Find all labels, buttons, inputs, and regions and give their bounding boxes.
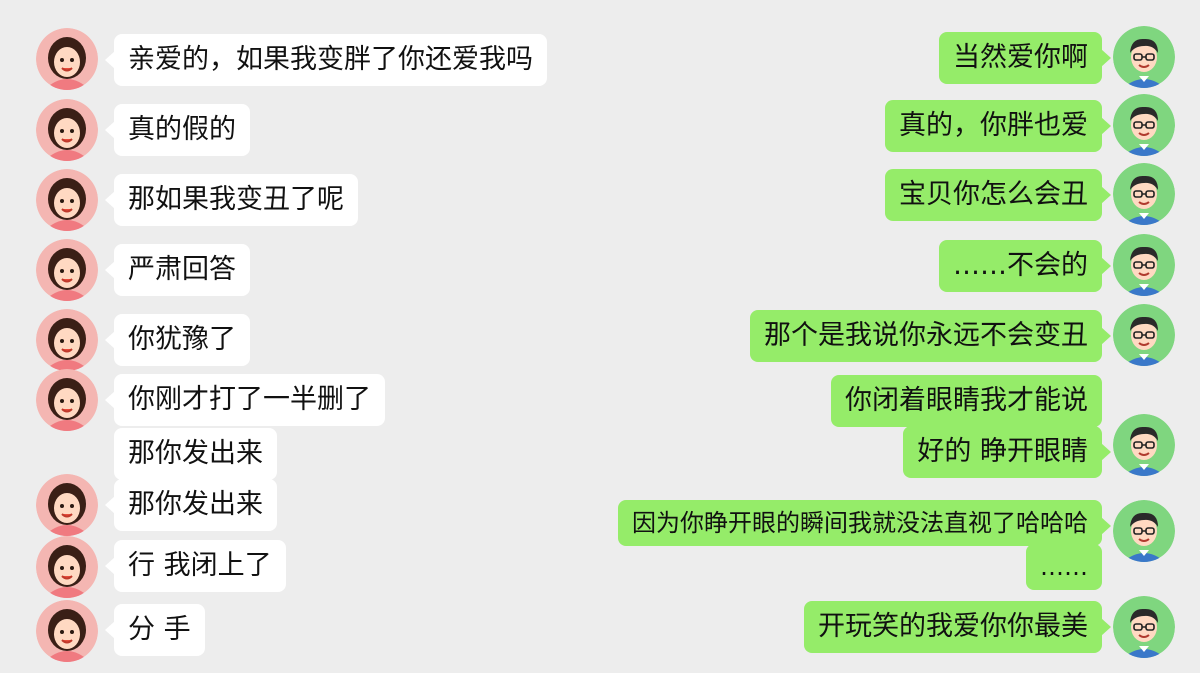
message-left-8[interactable]: 那你发出来	[105, 479, 277, 531]
message-right-6[interactable]: 你闭着眼睛我才能说	[831, 375, 1102, 427]
male-avatar-icon[interactable]	[1113, 304, 1175, 366]
message-left-3[interactable]: 那如果我变丑了呢	[105, 174, 358, 226]
message-right-3[interactable]: 宝贝你怎么会丑	[885, 169, 1111, 221]
message-left-5[interactable]: 你犹豫了	[105, 314, 250, 366]
message-right-4[interactable]: ……不会的	[939, 240, 1111, 292]
message-right-8[interactable]: 因为你睁开眼的瞬间我就没法直视了哈哈哈	[618, 500, 1111, 546]
female-avatar-icon[interactable]	[36, 99, 98, 161]
message-right-2[interactable]: 真的，你胖也爱	[885, 100, 1111, 152]
male-avatar-icon[interactable]	[1113, 414, 1175, 476]
message-right-9[interactable]: ……	[1026, 544, 1102, 590]
female-avatar-icon[interactable]	[36, 309, 98, 371]
message-right-5[interactable]: 那个是我说你永远不会变丑	[750, 310, 1111, 362]
message-left-4[interactable]: 严肃回答	[105, 244, 250, 296]
message-left-2[interactable]: 真的假的	[105, 104, 250, 156]
male-avatar-icon[interactable]	[1113, 234, 1175, 296]
male-avatar-icon[interactable]	[1113, 500, 1175, 562]
message-left-1[interactable]: 亲爱的，如果我变胖了你还爱我吗	[105, 34, 547, 86]
male-avatar-icon[interactable]	[1113, 163, 1175, 225]
message-left-6[interactable]: 你刚才打了一半删了	[105, 374, 385, 426]
female-avatar-icon[interactable]	[36, 474, 98, 536]
male-avatar-icon[interactable]	[1113, 26, 1175, 88]
female-avatar-icon[interactable]	[36, 28, 98, 90]
message-left-10[interactable]: 分 手	[105, 604, 205, 656]
female-avatar-icon[interactable]	[36, 536, 98, 598]
male-avatar-icon[interactable]	[1113, 94, 1175, 156]
female-avatar-icon[interactable]	[36, 169, 98, 231]
message-right-10[interactable]: 开玩笑的我爱你你最美	[804, 601, 1111, 653]
female-avatar-icon[interactable]	[36, 239, 98, 301]
message-left-7[interactable]: 那你发出来	[114, 428, 277, 480]
female-avatar-icon[interactable]	[36, 600, 98, 662]
male-avatar-icon[interactable]	[1113, 596, 1175, 658]
message-right-1[interactable]: 当然爱你啊	[939, 32, 1111, 84]
female-avatar-icon[interactable]	[36, 369, 98, 431]
message-left-9[interactable]: 行 我闭上了	[105, 540, 286, 592]
message-right-7[interactable]: 好的 睁开眼睛	[903, 426, 1111, 478]
